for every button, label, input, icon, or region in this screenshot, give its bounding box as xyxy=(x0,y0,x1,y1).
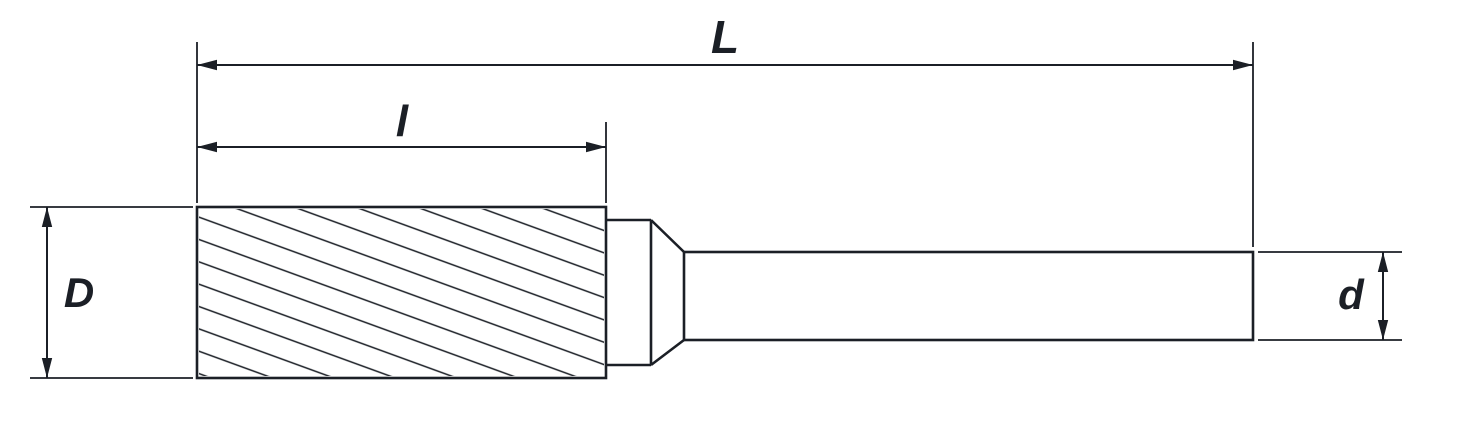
dimension-shank-diameter: d xyxy=(1258,251,1402,341)
dimension-head-diameter: D xyxy=(30,206,193,379)
burr-head-flutes xyxy=(199,209,604,376)
dimension-total-length: L xyxy=(196,11,1254,247)
label-shank-diameter: d xyxy=(1338,271,1365,318)
label-flute-length: l xyxy=(396,97,409,146)
burr-body xyxy=(195,205,1255,380)
burr-shank xyxy=(682,250,1255,342)
label-head-diameter: D xyxy=(64,269,94,316)
dimension-flute-length: l xyxy=(197,97,607,203)
label-total-length: L xyxy=(711,11,739,63)
burr-taper xyxy=(650,219,685,367)
burr-collar xyxy=(606,218,653,367)
